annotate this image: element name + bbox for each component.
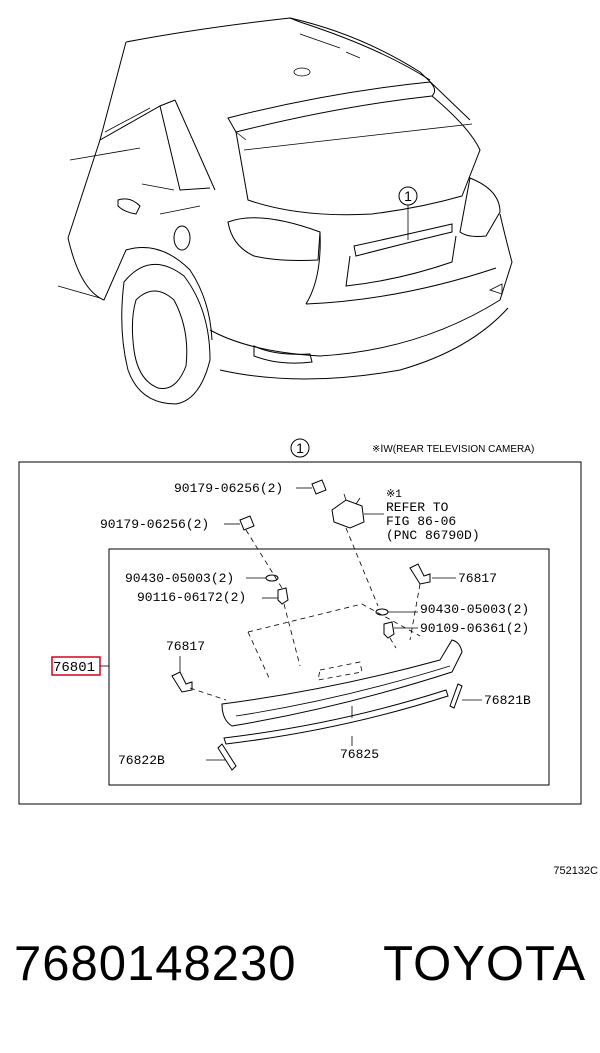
label-clip-b: 90179-06256(2) <box>100 517 209 532</box>
part-footer: 7680148230 TOYOTA <box>14 936 594 1016</box>
refer-line-3: (PNC 86790D) <box>386 528 480 543</box>
label-clip-right: 76817 <box>458 571 497 586</box>
refer-mark: ※1 <box>386 489 402 501</box>
label-bolt-left: 90116-06172(2) <box>137 590 246 605</box>
inner-frame <box>108 548 550 786</box>
option-note: ※ⅠW(REAR TELEVISION CAMERA) <box>372 444 534 455</box>
callout-number: 1 <box>296 440 304 456</box>
label-washer-right: 90430-05003(2) <box>420 602 529 617</box>
outer-frame <box>18 461 582 805</box>
callout-number-top: 1 <box>404 188 412 204</box>
label-moulding: 76825 <box>340 747 379 762</box>
label-clip-left: 76817 <box>166 639 205 654</box>
label-seal-left: 76822B <box>118 753 165 768</box>
part-number: 7680148230 <box>14 937 297 991</box>
refer-line-1: REFER TO <box>386 500 449 515</box>
label-bolt-right: 90109-06361(2) <box>420 621 529 636</box>
label-seal-right: 76821B <box>484 693 531 708</box>
label-washer-left: 90430-05003(2) <box>125 571 234 586</box>
parts <box>171 479 482 771</box>
brand-name: TOYOTA <box>383 937 586 991</box>
label-garnish[interactable]: 76801 <box>53 660 95 676</box>
figure-code: 752132C <box>553 865 598 877</box>
callout-header: 1 ※ⅠW(REAR TELEVISION CAMERA) <box>290 438 534 458</box>
vehicle-illustration: 1 <box>57 17 513 405</box>
parts-diagram: 1 1 ※ⅠW(REAR TELEVISION CAMERA) 90179-06… <box>18 17 598 877</box>
part-labels: 90179-06256(2) 90179-06256(2) 90430-0500… <box>51 481 531 768</box>
refer-line-2: FIG 86-06 <box>386 514 456 529</box>
label-clip-a: 90179-06256(2) <box>174 481 283 496</box>
